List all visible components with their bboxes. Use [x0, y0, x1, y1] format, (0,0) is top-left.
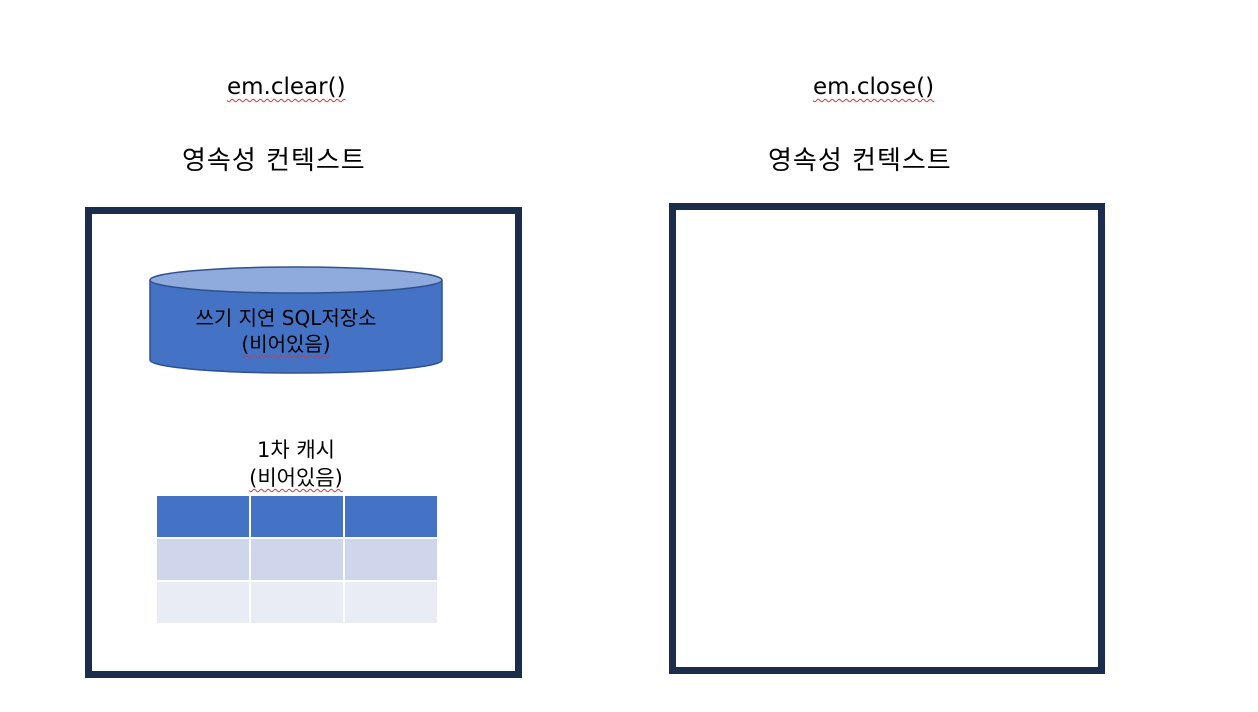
cache-table-cell — [345, 539, 437, 580]
cache-table-cell — [345, 582, 437, 623]
write-delay-sql-store-cylinder — [149, 266, 443, 374]
cylinder-top — [149, 266, 443, 294]
cache-table-header-cell — [251, 496, 343, 537]
cache-table-cell — [157, 582, 249, 623]
clear-method-label: em.clear() — [227, 74, 346, 100]
right-persistence-context-box — [669, 203, 1105, 674]
first-level-cache-table — [157, 496, 437, 623]
first-level-cache-status: (비어있음) — [249, 466, 343, 490]
cache-table-header-cell — [157, 496, 249, 537]
cache-table-cell — [251, 539, 343, 580]
left-context-title: 영속성 컨텍스트 — [182, 146, 366, 176]
cache-table-cell — [157, 539, 249, 580]
right-context-title: 영속성 컨텍스트 — [768, 146, 952, 176]
cylinder-body — [149, 280, 443, 374]
first-level-cache-text: 1차 캐시 (비어있음) — [146, 436, 446, 492]
write-delay-store-label: 쓰기 지연 SQL저장소 — [195, 306, 377, 330]
cache-table-header-cell — [345, 496, 437, 537]
first-level-cache-label: 1차 캐시 — [257, 438, 335, 462]
close-method-label: em.close() — [813, 74, 935, 100]
write-delay-store-status: (비어있음) — [241, 332, 331, 356]
cache-table-cell — [251, 582, 343, 623]
write-delay-store-text: 쓰기 지연 SQL저장소 (비어있음) — [140, 305, 432, 357]
